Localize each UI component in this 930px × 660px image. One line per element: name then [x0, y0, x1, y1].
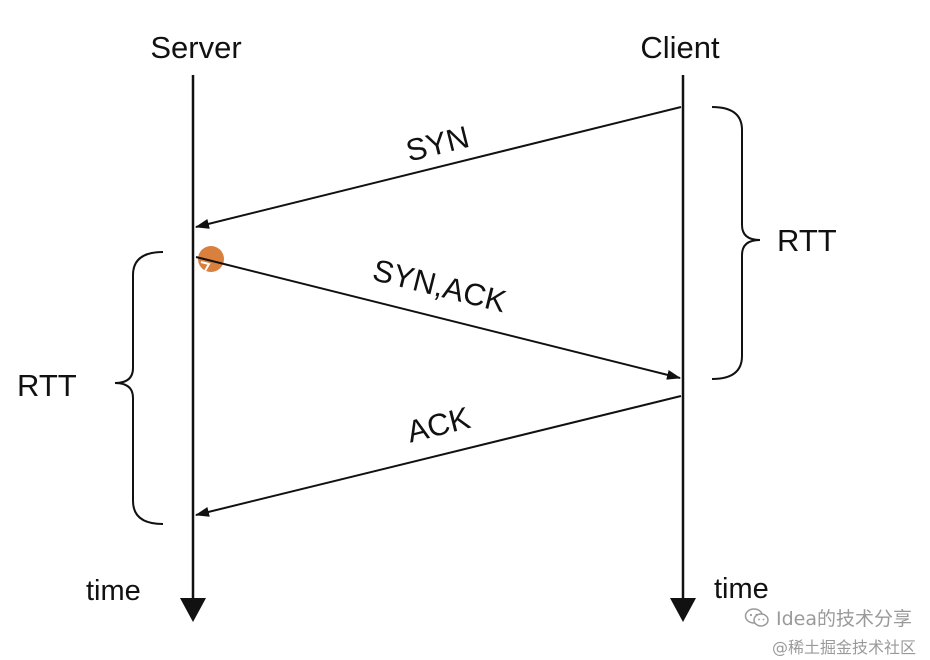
- server-time-label: time: [86, 575, 141, 607]
- client-label: Client: [640, 30, 720, 65]
- syn-receipt-marker: [198, 246, 224, 272]
- server-label: Server: [150, 30, 241, 65]
- syn-ack-label: SYN,ACK: [369, 252, 510, 319]
- rtt-brace-left: [114, 251, 164, 525]
- rtt-label-left: RTT: [17, 368, 77, 403]
- rtt-label-right: RTT: [777, 223, 837, 258]
- syn-ack-arrow: [195, 256, 681, 380]
- watermark-account: Idea的技术分享: [744, 604, 912, 631]
- syn-arrow: [195, 106, 682, 229]
- marker-sparkle-icon: [200, 261, 211, 272]
- ack-label: ACK: [403, 400, 474, 449]
- watermark-site: @稀土掘金技术社区: [771, 638, 916, 657]
- rtt-brace-right: [711, 106, 761, 380]
- watermark-account-name: Idea的技术分享: [776, 608, 912, 630]
- ack-arrow: [195, 395, 682, 517]
- client-time-label: time: [714, 573, 769, 605]
- server-time-arrow-icon: [180, 598, 206, 622]
- wechat-icon: [744, 607, 769, 627]
- client-time-arrow-icon: [670, 598, 696, 622]
